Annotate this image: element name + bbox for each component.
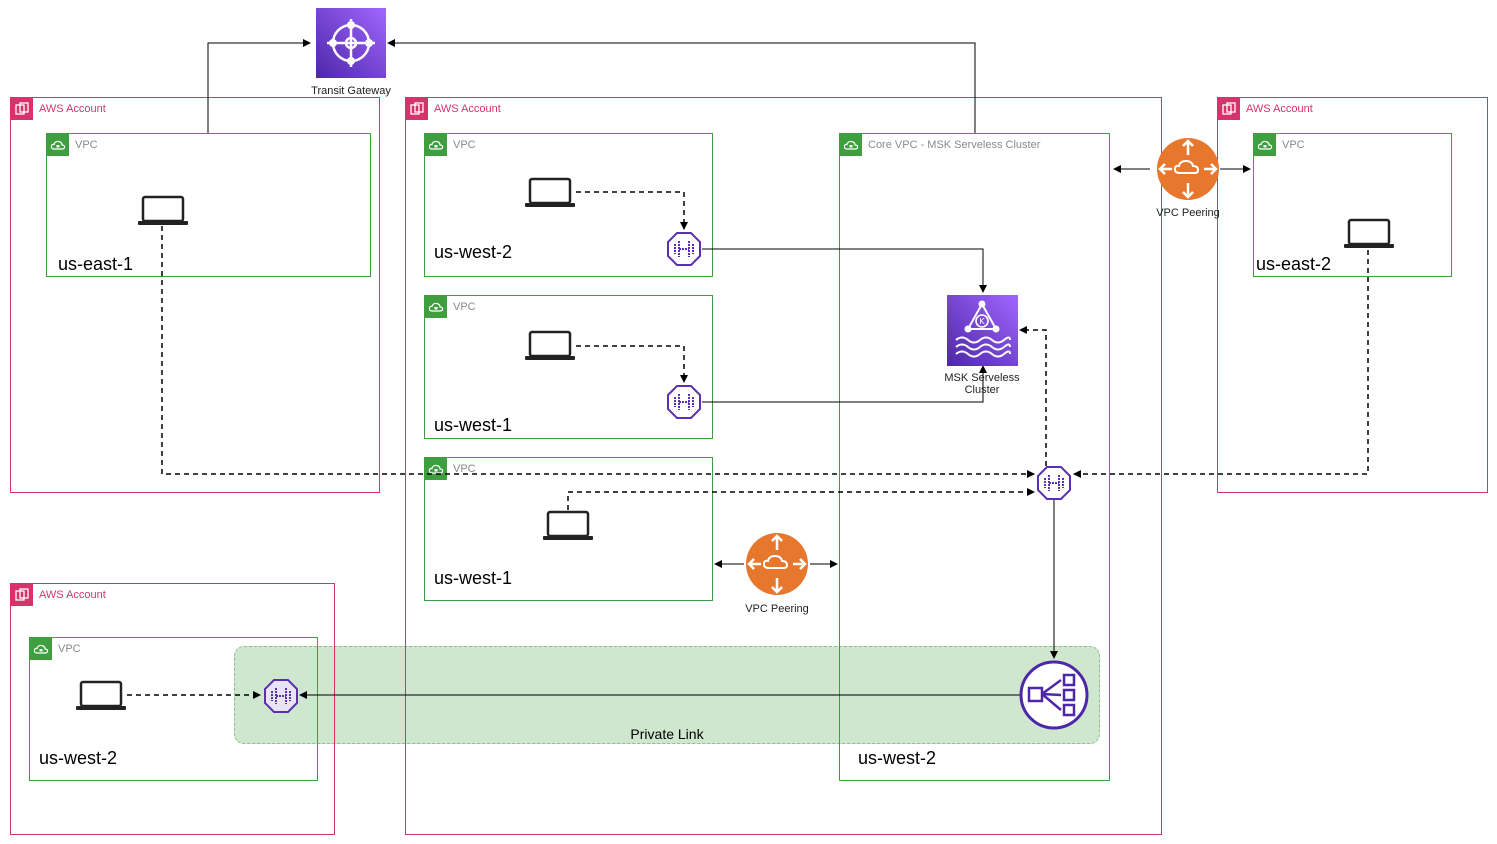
region-label: us-west-1 [434, 568, 513, 588]
vpc-label: VPC [75, 139, 98, 151]
vpc-cloud-icon [840, 134, 862, 156]
vpc-cloud-icon [425, 296, 447, 318]
vpc-header: VPC [30, 638, 81, 660]
region-label: us-west-1 [434, 415, 513, 435]
laptop-icon [524, 330, 576, 362]
vpc-peering-icon [1156, 137, 1220, 201]
laptop-icon [75, 680, 127, 712]
transit-gateway-label: Transit Gateway [311, 85, 391, 97]
vpc-endpoint-icon [263, 678, 299, 714]
vpc-endpoint-icon [666, 384, 702, 420]
transit-gateway-icon [316, 8, 386, 78]
aws-account-2: AWS Account [405, 97, 1162, 835]
vpc-label: VPC [453, 463, 476, 475]
vpc-cloud-icon [30, 638, 52, 660]
vpc-header: VPC [1254, 134, 1305, 156]
vpc-label: VPC [453, 301, 476, 313]
core-vpc: Core VPC - MSK Serveless Cluster [839, 133, 1110, 781]
account-icon [11, 584, 33, 606]
laptop-icon [542, 510, 594, 542]
vpc-header: VPC [425, 134, 476, 156]
msk-icon: K [947, 295, 1018, 366]
aws-account-3: AWS Account [1217, 97, 1488, 493]
private-link-nlb-icon [1019, 660, 1089, 730]
aws-account-1: AWS Account [10, 97, 380, 493]
vpc-label: VPC [1282, 139, 1305, 151]
vpc-cloud-icon [47, 134, 69, 156]
region-label: us-west-2 [434, 242, 513, 262]
aws-account-4: AWS Account [10, 583, 335, 835]
vpc-us-west-2-b: VPC [29, 637, 318, 781]
vpc-us-east-1: VPC [46, 133, 371, 277]
region-label: us-west-2 [858, 748, 937, 768]
aws-account-header: AWS Account [1218, 98, 1313, 120]
aws-account-header: AWS Account [406, 98, 501, 120]
laptop-icon [1343, 218, 1395, 250]
region-label: us-west-2 [39, 748, 118, 768]
private-link-label: Private Link [630, 726, 704, 742]
vpc-cloud-icon [425, 134, 447, 156]
msk-label-line2: Cluster [964, 384, 1000, 396]
msk-label-line1: MSK Serveless [944, 372, 1020, 384]
aws-account-label: AWS Account [1246, 103, 1313, 115]
laptop-icon [524, 177, 576, 209]
vpc-us-west-2-a: VPC [424, 133, 713, 277]
vpc-endpoint-icon [1036, 465, 1072, 501]
vpc-header: Core VPC - MSK Serveless Cluster [840, 134, 1040, 156]
vpc-cloud-icon [1254, 134, 1276, 156]
vpc-us-west-1-a: VPC [424, 295, 713, 439]
account-icon [11, 98, 33, 120]
vpc-peering-icon [745, 532, 809, 596]
account-icon [1218, 98, 1240, 120]
region-label: us-east-1 [58, 254, 134, 274]
region-label: us-east-2 [1256, 254, 1332, 274]
aws-account-label: AWS Account [39, 589, 106, 601]
svg-text:K: K [979, 317, 985, 326]
vpc-peering-label: VPC Peering [745, 603, 809, 615]
vpc-us-east-2: VPC [1253, 133, 1452, 277]
vpc-peering-label: VPC Peering [1156, 207, 1220, 219]
vpc-header: VPC [425, 296, 476, 318]
aws-account-label: AWS Account [434, 103, 501, 115]
laptop-icon [137, 195, 189, 227]
account-icon [406, 98, 428, 120]
vpc-header: VPC [47, 134, 98, 156]
core-vpc-label: Core VPC - MSK Serveless Cluster [868, 139, 1041, 151]
vpc-endpoint-icon [666, 231, 702, 267]
vpc-label: VPC [453, 139, 476, 151]
aws-account-label: AWS Account [39, 103, 106, 115]
aws-account-header: AWS Account [11, 584, 106, 606]
vpc-label: VPC [58, 643, 81, 655]
aws-account-header: AWS Account [11, 98, 106, 120]
